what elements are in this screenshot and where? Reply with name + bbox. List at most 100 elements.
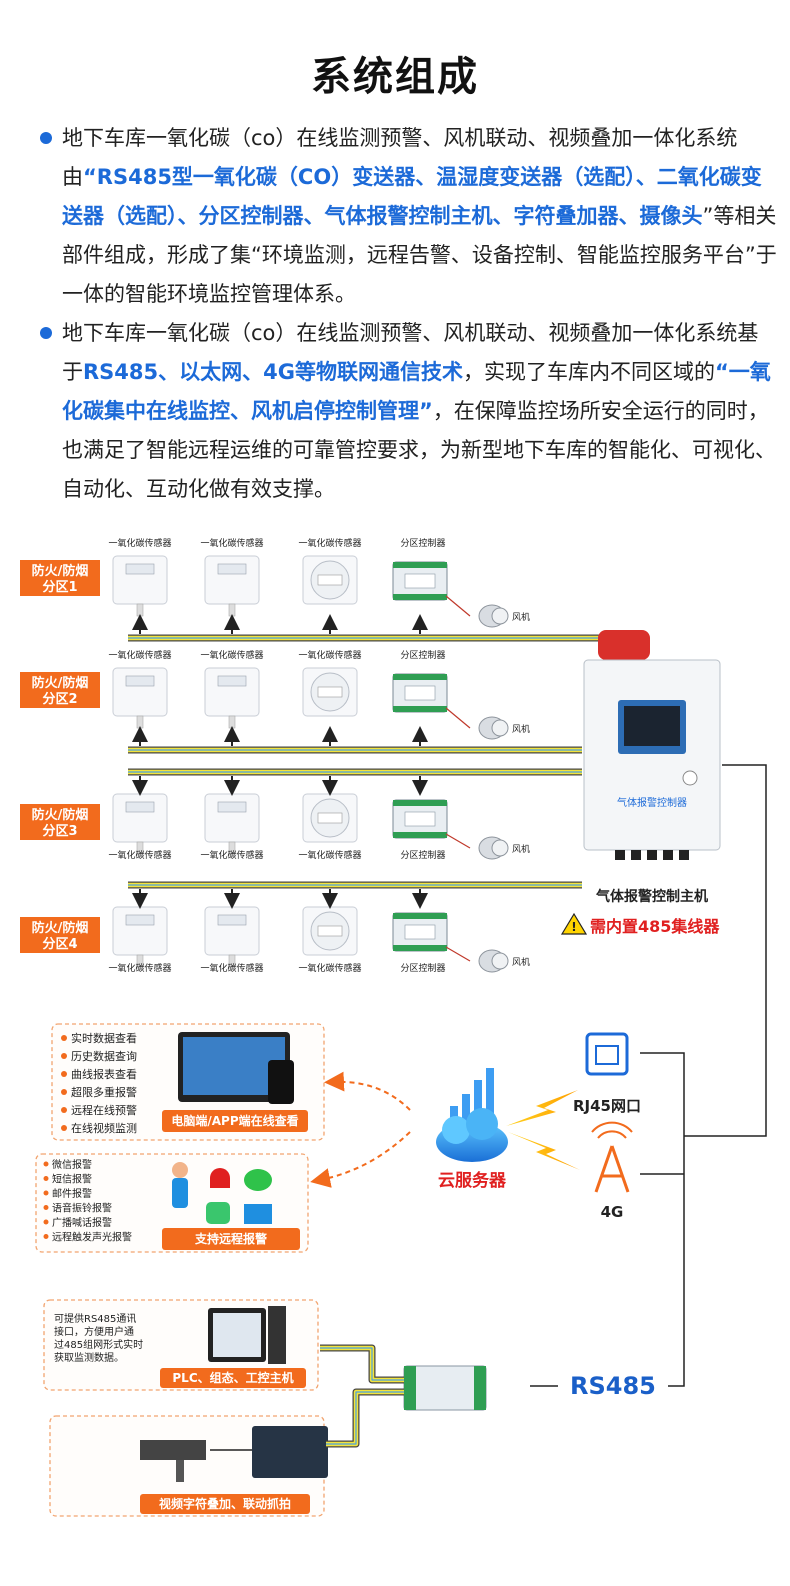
zone-badge-line2: 分区4 (42, 936, 77, 952)
view-feature-item: 实时数据查看 (71, 1031, 137, 1045)
sensor-probe (228, 954, 236, 968)
zone-badge-line1: 防火/防烟 (32, 563, 89, 579)
ethernet-line (684, 764, 767, 1137)
server-bar-icon (486, 1068, 494, 1152)
person-body (172, 1178, 188, 1208)
sensor-screen (125, 563, 155, 575)
zone-badge-line2: 分区2 (42, 691, 77, 707)
sensor-probe (136, 954, 144, 968)
feature-dot (43, 1190, 49, 1196)
alarm-banner-bg (162, 1228, 300, 1250)
host-label: 气体报警控制主机 (595, 888, 708, 905)
rs485-hub-icon (403, 1365, 487, 1411)
hub-terminal (404, 1366, 416, 1410)
co-sensor-body (204, 667, 260, 717)
warning-text: 需内置485集线器 (590, 917, 720, 936)
co-sensor-label: 一氧化碳传感器 (298, 649, 361, 661)
wireless-bolt-icon (508, 1132, 580, 1170)
cloud-to-alarm-arrow (310, 1131, 411, 1188)
comm-trunk-line (640, 1052, 685, 1387)
feature-dot (61, 1053, 67, 1059)
view-feature-item: 远程在线预警 (71, 1103, 137, 1117)
co-sensor-body (112, 555, 168, 605)
g4-tower: 4G (591, 1121, 633, 1221)
sensor-screen (217, 914, 247, 926)
co-sensor-body (204, 906, 260, 956)
fan-intake (491, 952, 509, 970)
fan-intake (491, 839, 509, 857)
terminal-strip (393, 706, 447, 712)
sensor-probe (136, 841, 144, 855)
co-sensor-label: 一氧化碳传感器 (200, 537, 263, 549)
sensor-probe (228, 715, 236, 729)
view-feature-item: 超限多重报警 (71, 1085, 137, 1099)
paragraph-composition: 地下车库一氧化碳（co）在线监测预警、风机联动、视频叠加一体化系统由“RS485… (62, 119, 778, 314)
zone-controller-label: 分区控制器 (400, 537, 445, 549)
siren-icon (210, 1168, 230, 1188)
feature-dot (61, 1035, 67, 1041)
controller-cabinet (583, 659, 721, 851)
fan-wire (445, 707, 471, 729)
sensor-probe (228, 841, 236, 855)
camera-icon (140, 1440, 206, 1460)
zone-2: 防火/防烟分区2一氧化碳传感器一氧化碳传感器一氧化碳传感器分区控制器风机 (20, 649, 582, 754)
mail-icon (244, 1204, 272, 1224)
alarm-lamp-icon (598, 630, 650, 660)
cloud-puff (466, 1108, 498, 1140)
co-sensor-body (204, 555, 260, 605)
hub-terminal (474, 1366, 486, 1410)
view-feature-item: 历史数据查询 (71, 1049, 137, 1063)
highlight-text: “RS485型一氧化碳（CO）变送器、温湿度变送器（选配）、二氧化碳变送器（选配… (62, 165, 762, 228)
phone-icon (268, 1060, 294, 1104)
co-sensor-body (112, 906, 168, 956)
sensor-screen (317, 812, 343, 824)
feature-dot (61, 1071, 67, 1077)
zone-badge (20, 804, 100, 840)
feature-dot (61, 1107, 67, 1113)
feature-dot (61, 1125, 67, 1131)
bullet-1 (40, 132, 52, 144)
terminal-strip (393, 832, 447, 838)
fan-intake (491, 719, 509, 737)
co-sensor-label: 一氧化碳传感器 (298, 849, 361, 861)
rs485-label: RS485 (570, 1372, 656, 1400)
view-feature-item: 曲线报表查看 (71, 1067, 137, 1081)
zone-controller-label: 分区控制器 (400, 962, 445, 974)
co-sensor-body (112, 667, 168, 717)
co-sensor-label: 一氧化碳传感器 (200, 849, 263, 861)
cloud-to-view-arrow (324, 1071, 411, 1111)
alarm-feature-item: 短信报警 (52, 1173, 92, 1186)
zone-1: 防火/防烟分区1一氧化碳传感器一氧化碳传感器一氧化碳传感器分区控制器风机 (20, 537, 582, 642)
sensor-screen (317, 686, 343, 698)
cable-gland (647, 850, 657, 860)
sensor-screen (125, 801, 155, 813)
zone-badge-line2: 分区3 (42, 823, 77, 839)
zone-4: 防火/防烟分区4一氧化碳传感器一氧化碳传感器一氧化碳传感器分区控制器风机 (20, 881, 582, 974)
view-banner: 电脑端/APP端在线查看 (171, 1113, 298, 1128)
feature-dot (43, 1219, 49, 1225)
sensor-probe (228, 603, 236, 617)
sensor-screen (317, 574, 343, 586)
alarm-feature-item: 远程触发声光报警 (52, 1231, 132, 1244)
wireless-bolt-icon (506, 1090, 578, 1126)
terminal-strip (393, 913, 447, 919)
sensor-screen (317, 925, 343, 937)
plc-banner: PLC、组态、工控主机 (172, 1370, 293, 1385)
co-sensor-label: 一氧化碳传感器 (298, 962, 361, 974)
sensor-screen (217, 563, 247, 575)
fan-label: 风机 (512, 843, 530, 855)
plc-text-line: 可提供RS485通讯 (54, 1312, 136, 1325)
fan-wire (445, 833, 471, 849)
sensor-screen (217, 801, 247, 813)
zone-controller-label: 分区控制器 (400, 649, 445, 661)
body-text: ，在保障监控场所安全运行的同时，也满足了智能远程运维的可靠管控要求，为新型地下车… (62, 399, 776, 501)
controller-label-plate (404, 685, 436, 701)
g4-label: 4G (601, 1203, 624, 1221)
co-sensor-label: 一氧化碳传感器 (108, 962, 171, 974)
co-sensor-body (112, 793, 168, 843)
terminal-strip (393, 594, 447, 600)
fan-intake (491, 607, 509, 625)
camera-mount (176, 1460, 184, 1482)
alarm-banner: 支持远程报警 (194, 1231, 267, 1246)
sensor-screen (125, 914, 155, 926)
